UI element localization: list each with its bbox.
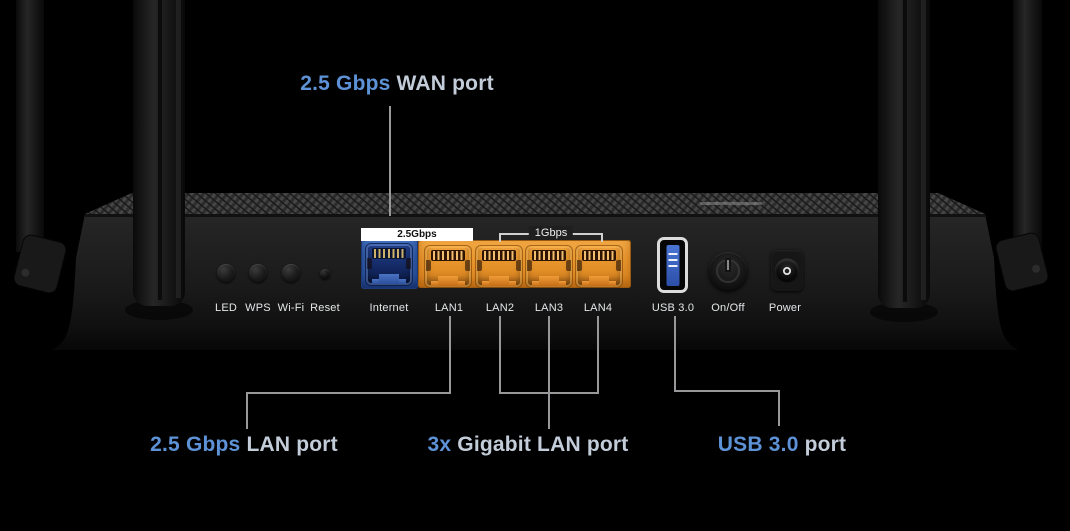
glare-highlight (700, 202, 762, 205)
lan-speed-bracket: 1Gbps (499, 226, 603, 242)
rj45-notch (465, 260, 470, 271)
reset-label: Reset (310, 302, 340, 314)
wan-speed-badge-text: 2.5Gbps (397, 229, 437, 240)
lan25-callout-spec: 2.5 Gbps (150, 433, 241, 456)
rj45-pins (372, 248, 406, 259)
power-label: Power (768, 302, 802, 314)
rj45-tab (532, 276, 566, 286)
onoff-button (709, 252, 747, 290)
lan3-label: LAN3 (534, 302, 564, 314)
lan3-leader-line (548, 316, 550, 429)
wan-speed-badge: 2.5Gbps (361, 228, 473, 241)
reset-button (320, 269, 330, 279)
usb-callout-rest: port (804, 433, 847, 456)
wifi-label: Wi-Fi (277, 302, 305, 314)
rj45-tab (431, 276, 465, 286)
rj45-tab (372, 274, 406, 284)
wan-leader-line (389, 106, 391, 216)
internet-port (366, 244, 412, 285)
rj45-pins (431, 250, 465, 261)
lan1-port (425, 246, 471, 287)
lan1-leader-line-v (449, 316, 451, 394)
usb-label: USB 3.0 (651, 302, 695, 314)
rj45-notch (527, 260, 532, 271)
lan4-label: LAN4 (583, 302, 613, 314)
lan25-callout-rest: LAN port (246, 433, 338, 456)
wifi-button (282, 264, 300, 282)
usb-callout-spec: USB 3.0 (717, 433, 799, 456)
rj45-pins (532, 250, 566, 261)
rj45-pins (482, 250, 516, 261)
lan2-label: LAN2 (485, 302, 515, 314)
rj45-notch (566, 260, 571, 271)
gigabit-callout-spec: 3x (427, 433, 452, 456)
lan-speed-bracket-text: 1Gbps (528, 226, 574, 240)
usb-port (657, 237, 688, 293)
wps-button (249, 264, 267, 282)
antenna-seam-left (158, 0, 162, 300)
rj45-notch (616, 260, 621, 271)
lan2-port (476, 246, 522, 287)
rj45-tab (582, 276, 616, 286)
lan4-leader-line (597, 316, 599, 394)
gigabit-callout-rest: Gigabit LAN port (457, 433, 629, 456)
antenna-seam-right (903, 0, 907, 302)
antenna-hinge-left (13, 234, 67, 294)
usb-leader-line-v (674, 316, 676, 392)
led-button (217, 264, 235, 282)
rj45-pins (582, 250, 616, 261)
rj45-notch (406, 258, 411, 269)
lan4-port (576, 246, 622, 287)
wan-callout-spec: 2.5 Gbps (300, 72, 391, 95)
rj45-notch (367, 258, 372, 269)
antenna-outer-right (1013, 0, 1042, 248)
wps-label: WPS (245, 302, 271, 314)
lan1-leader-line-v2 (246, 392, 248, 429)
gigabit-leader-line-h (499, 392, 599, 394)
onoff-label: On/Off (711, 302, 745, 314)
rj45-notch (577, 260, 582, 271)
lan1-label: LAN1 (434, 302, 464, 314)
usb-tongue (666, 245, 679, 286)
antenna-hinge-right (995, 232, 1049, 292)
lan3-port (526, 246, 572, 287)
mesh-edge-shadow (85, 214, 985, 217)
usb-leader-line-v2 (778, 390, 780, 426)
wan-callout-rest: WAN port (396, 72, 494, 95)
dc-power-jack (771, 250, 803, 291)
top-vent-mesh (85, 193, 985, 214)
antenna-edge-left (176, 0, 181, 298)
rj45-notch (477, 260, 482, 271)
internet-label: Internet (369, 302, 409, 314)
rj45-tab (482, 276, 516, 286)
rj45-notch (426, 260, 431, 271)
power-symbol-bar (727, 260, 729, 270)
antenna-outer-left (16, 0, 44, 252)
lan2-leader-line (499, 316, 501, 394)
rj45-notch (516, 260, 521, 271)
lan1-leader-line-h (246, 392, 451, 394)
led-label: LED (215, 302, 237, 314)
usb-leader-line-h (674, 390, 780, 392)
antenna-edge-right (921, 0, 926, 300)
dc-jack-pin (783, 266, 791, 275)
